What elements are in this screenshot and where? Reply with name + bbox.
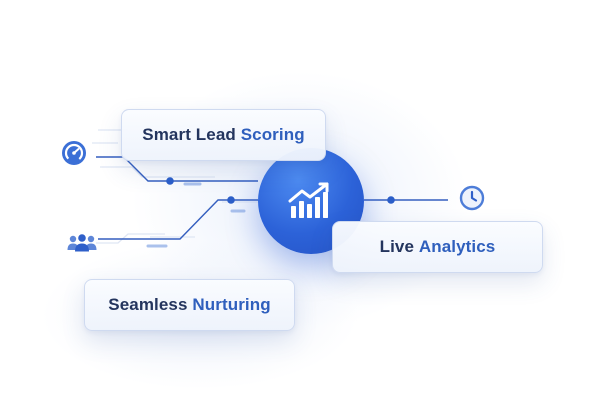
card-title-primary: Live [379,237,415,256]
connector-node [387,196,395,204]
chart-trend-icon [288,182,329,218]
card-title-accent: Scoring [240,125,305,144]
connector-node [166,177,174,185]
smart-lead-scoring-card: Smart Lead Scoring [121,109,326,161]
users-group-icon [66,233,98,253]
card-title-accent: Nurturing [192,295,271,314]
connector-node [227,196,235,204]
clock-icon [458,184,486,212]
speedometer-icon [60,139,88,167]
card-title-primary: Seamless [108,295,188,314]
card-title-primary: Smart Lead [142,125,236,144]
scoring-connector [96,156,258,182]
decorative-line [100,166,215,178]
seamless-nurturing-card: Seamless Nurturing [84,279,295,331]
analytics-hub [258,148,364,254]
card-title-accent: Analytics [418,237,496,256]
nurturing-connector [98,199,258,240]
live-analytics-card: Live Analytics [332,221,543,273]
